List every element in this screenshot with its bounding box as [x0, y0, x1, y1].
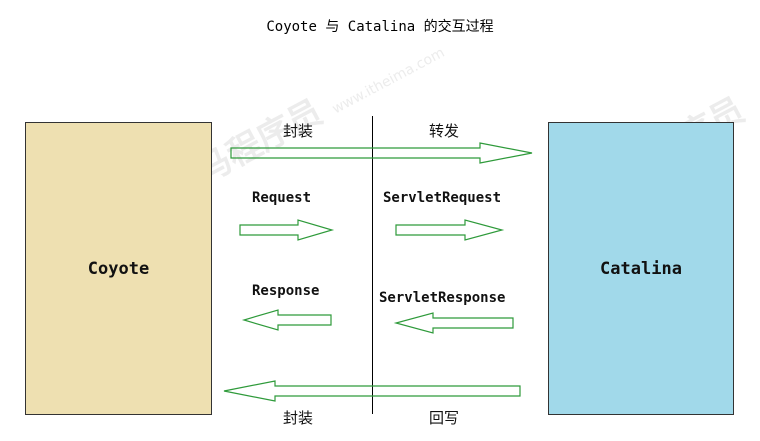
response-arrow — [241, 309, 332, 331]
catalina-label: Catalina — [600, 258, 682, 279]
label-top-left: 封装 — [283, 122, 314, 140]
label-request: Request — [252, 190, 312, 206]
label-top-right: 转发 — [429, 122, 460, 140]
coyote-label: Coyote — [87, 258, 150, 279]
diagram-title: Coyote 与 Catalina 的交互过程 — [266, 19, 494, 35]
label-bottom-right: 回写 — [429, 409, 460, 427]
servlet-request-arrow — [395, 219, 505, 241]
label-servlet-response: ServletResponse — [379, 290, 506, 306]
label-response: Response — [252, 283, 320, 299]
forward-long-arrow — [230, 142, 533, 164]
writeback-long-arrow — [223, 380, 521, 402]
servlet-response-arrow — [393, 312, 514, 334]
request-arrow — [239, 219, 335, 241]
label-servlet-request: ServletRequest — [383, 190, 502, 206]
divider-line — [372, 116, 373, 414]
coyote-box: Coyote — [25, 122, 212, 415]
label-bottom-left: 封装 — [283, 409, 314, 427]
catalina-box: Catalina — [548, 122, 734, 415]
